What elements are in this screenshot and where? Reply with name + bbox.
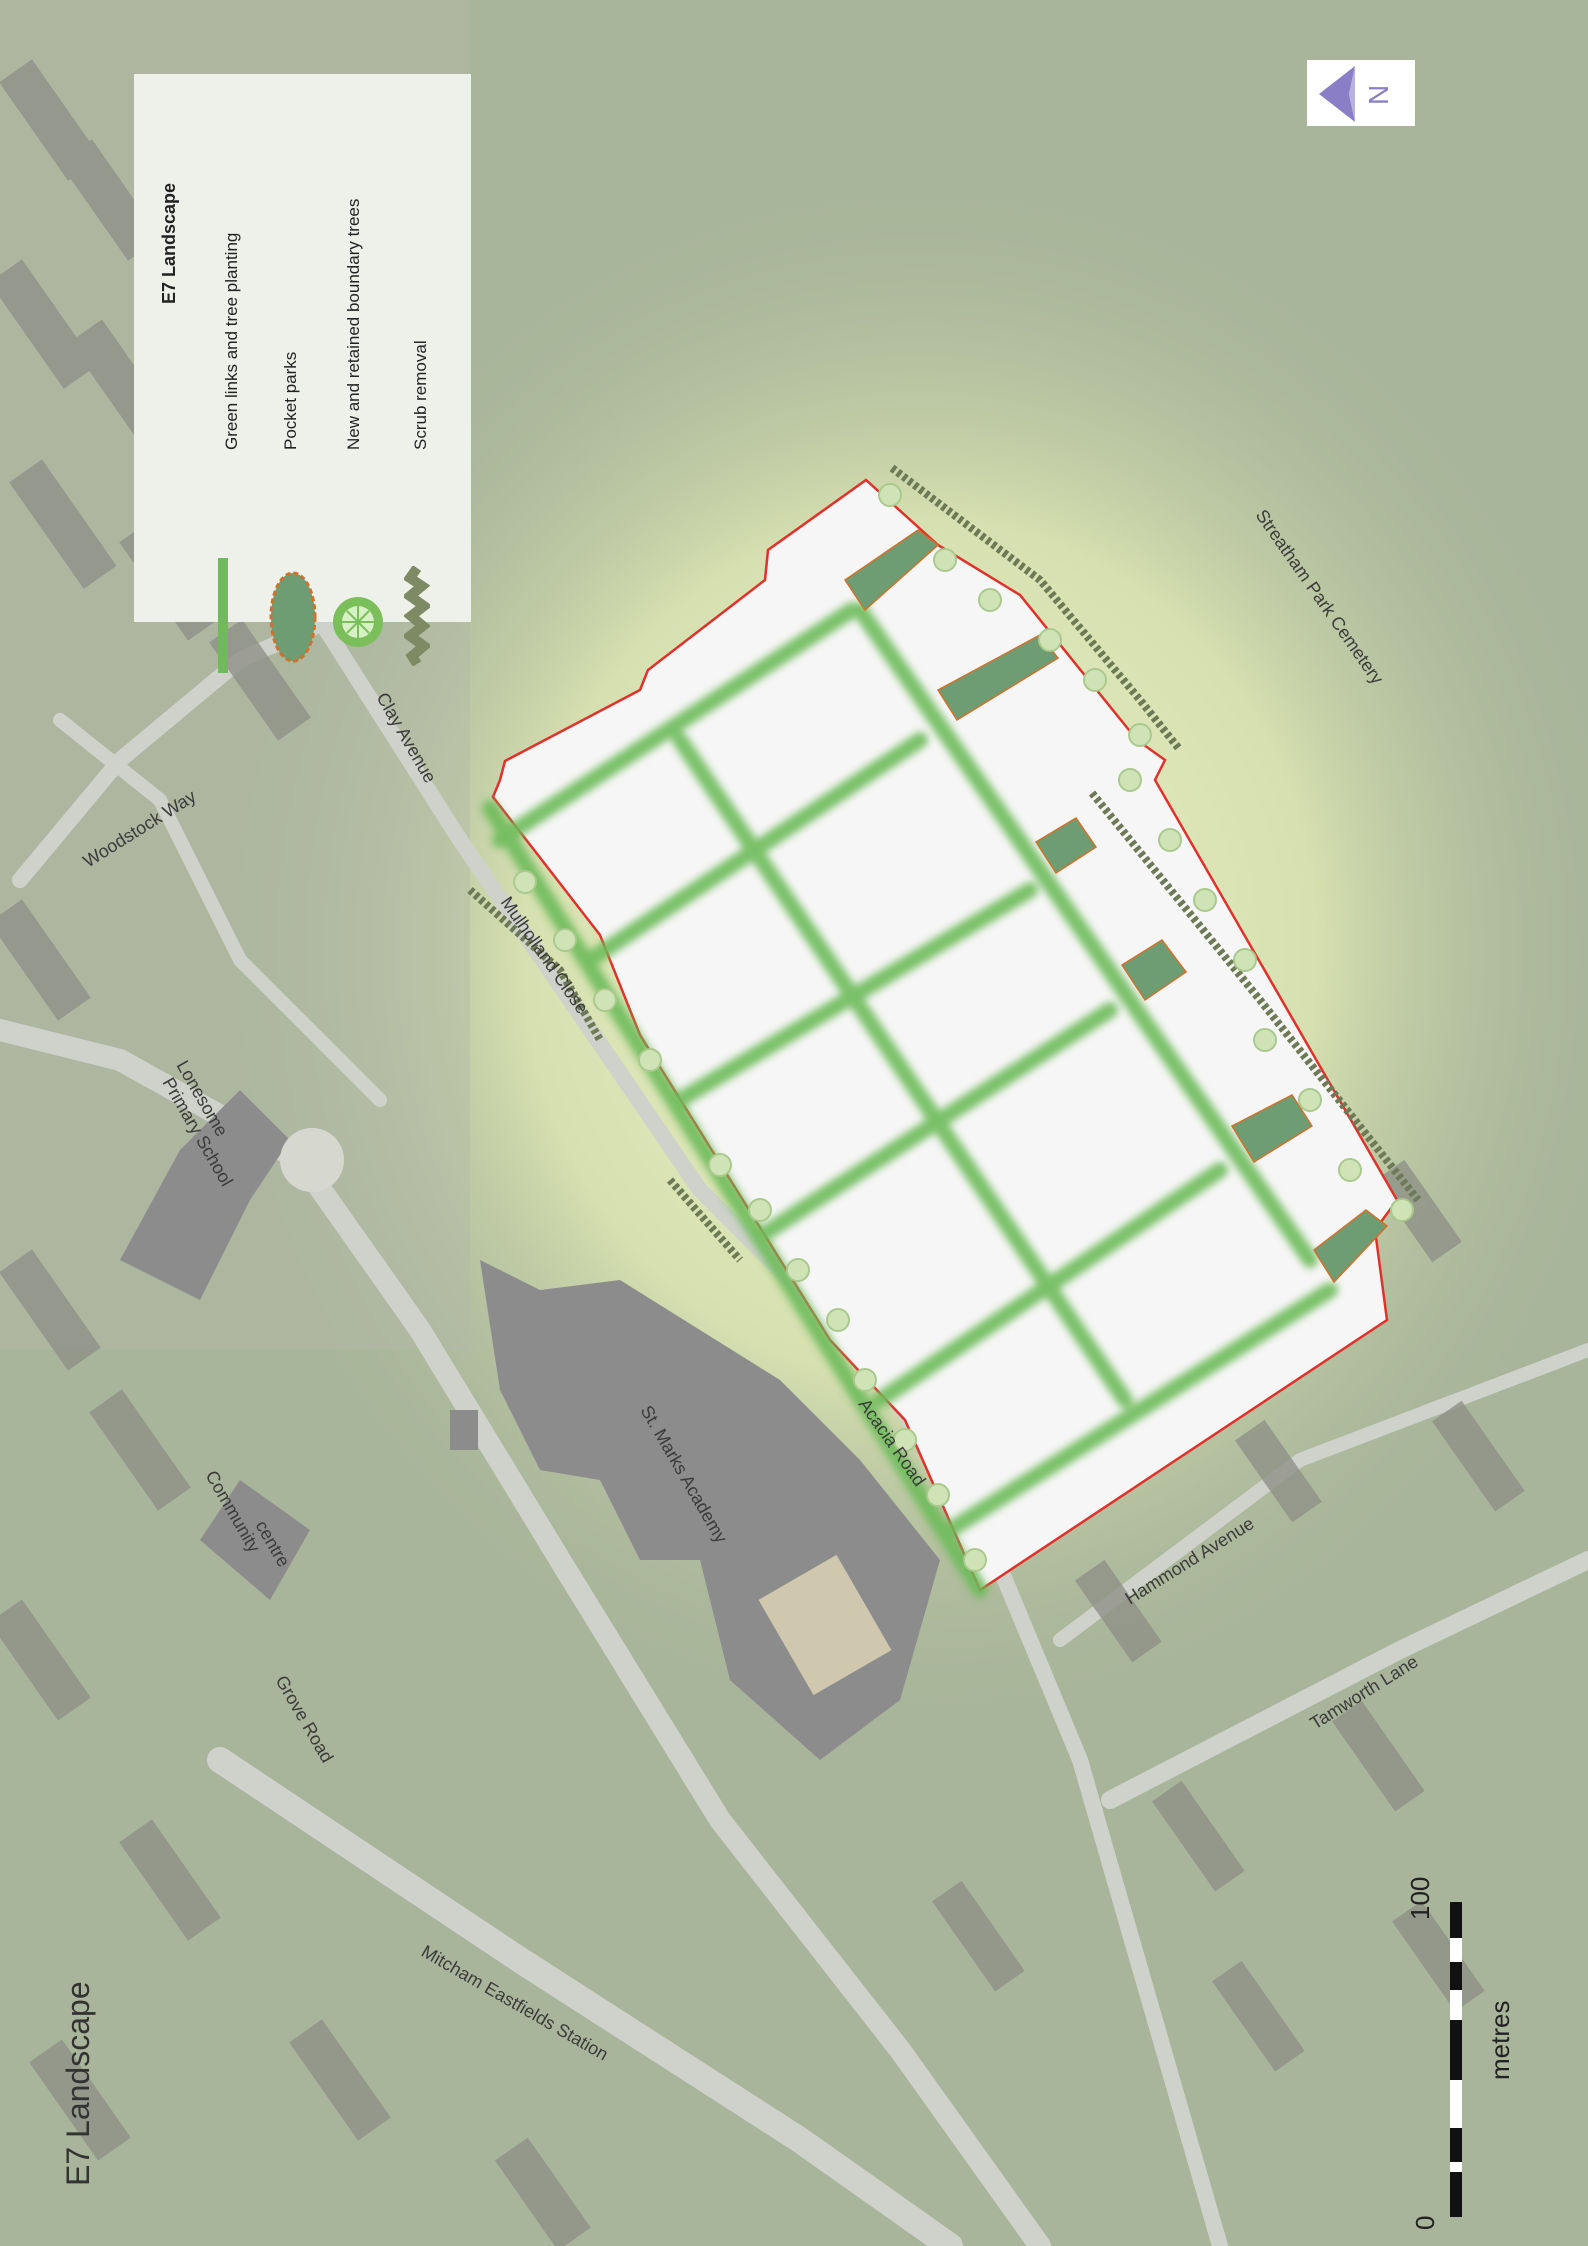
academy-courtyard xyxy=(758,1554,892,1696)
scale-label-zero: 0 xyxy=(1410,2215,1440,2230)
north-arrow-icon: N xyxy=(1319,66,1394,122)
scrub-icon xyxy=(404,566,430,666)
road-network xyxy=(0,612,1588,2246)
legend-label-pocket-parks: Pocket parks xyxy=(281,351,300,450)
legend-label-boundary-trees: New and retained boundary trees xyxy=(344,198,363,450)
scale-bar xyxy=(1450,1902,1462,2217)
school-playground xyxy=(280,1128,344,1192)
legend-panel: E7 Landscape Green links and tree planti… xyxy=(134,74,471,673)
scale-label-hundred: 100 xyxy=(1405,1876,1435,1920)
north-arrow: N xyxy=(1307,60,1415,126)
hammond-avenue-road xyxy=(1053,1343,1588,1647)
legend-heading: E7 Landscape xyxy=(159,182,179,304)
pocket-parks xyxy=(843,529,1389,1284)
community-centre-building xyxy=(200,1480,310,1600)
green-link-icon xyxy=(218,558,228,673)
scrub-hedges xyxy=(467,464,1422,1263)
school-building xyxy=(120,1090,290,1300)
grove-road xyxy=(0,1019,1051,2246)
housing-blocks xyxy=(0,59,1525,2246)
north-letter: N xyxy=(1363,85,1394,105)
pocket-park-icon xyxy=(269,571,317,663)
scale-unit-label: metres xyxy=(1485,2000,1515,2080)
legend-label-scrub-removal: Scrub removal xyxy=(411,340,430,450)
page-title: E7 Landscape xyxy=(60,1981,96,2186)
station-road xyxy=(207,1747,963,2246)
legend-label-green-links: Green links and tree planting xyxy=(222,232,241,450)
tamworth-lane-road xyxy=(1101,1551,1588,1809)
tree-icon xyxy=(333,597,383,647)
boundary-trees xyxy=(513,483,1414,1572)
academy-annex xyxy=(450,1410,478,1450)
